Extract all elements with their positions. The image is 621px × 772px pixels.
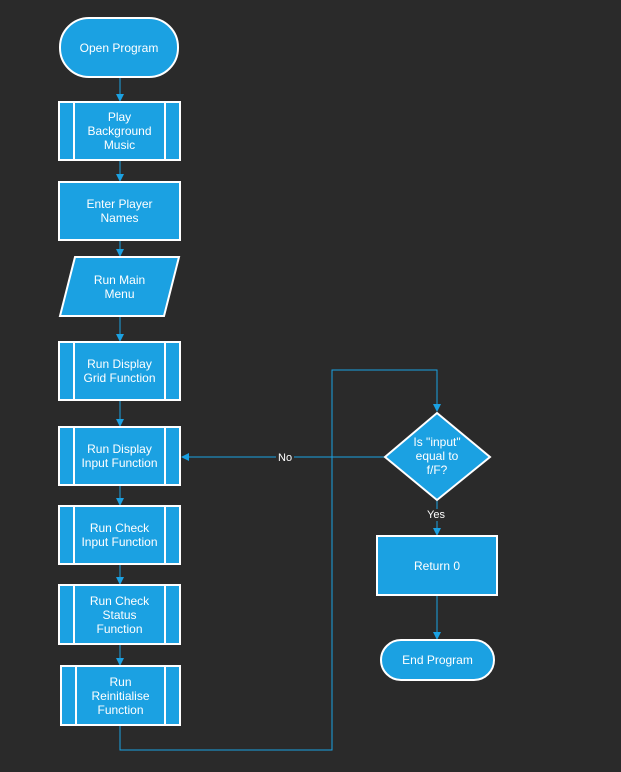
node-check-status-shape <box>58 584 181 645</box>
node-reinitialise-shape <box>60 665 181 726</box>
node-display-input-shape <box>58 426 181 486</box>
edge-label-yes: Yes <box>425 509 447 521</box>
nodes <box>58 17 498 726</box>
node-display-grid-shape <box>58 341 181 401</box>
node-end-program-shape <box>380 639 495 681</box>
node-main-menu-shape <box>58 256 181 317</box>
edge-reinitialise-to-decision <box>119 369 441 751</box>
node-decision-shape <box>383 411 492 502</box>
node-return-0-shape <box>376 535 498 596</box>
node-check-input-shape <box>58 505 181 565</box>
node-enter-names-shape <box>58 181 181 241</box>
node-play-music-shape <box>58 101 181 161</box>
edge-label-no: No <box>276 452 295 464</box>
node-open-program-shape <box>59 17 179 78</box>
